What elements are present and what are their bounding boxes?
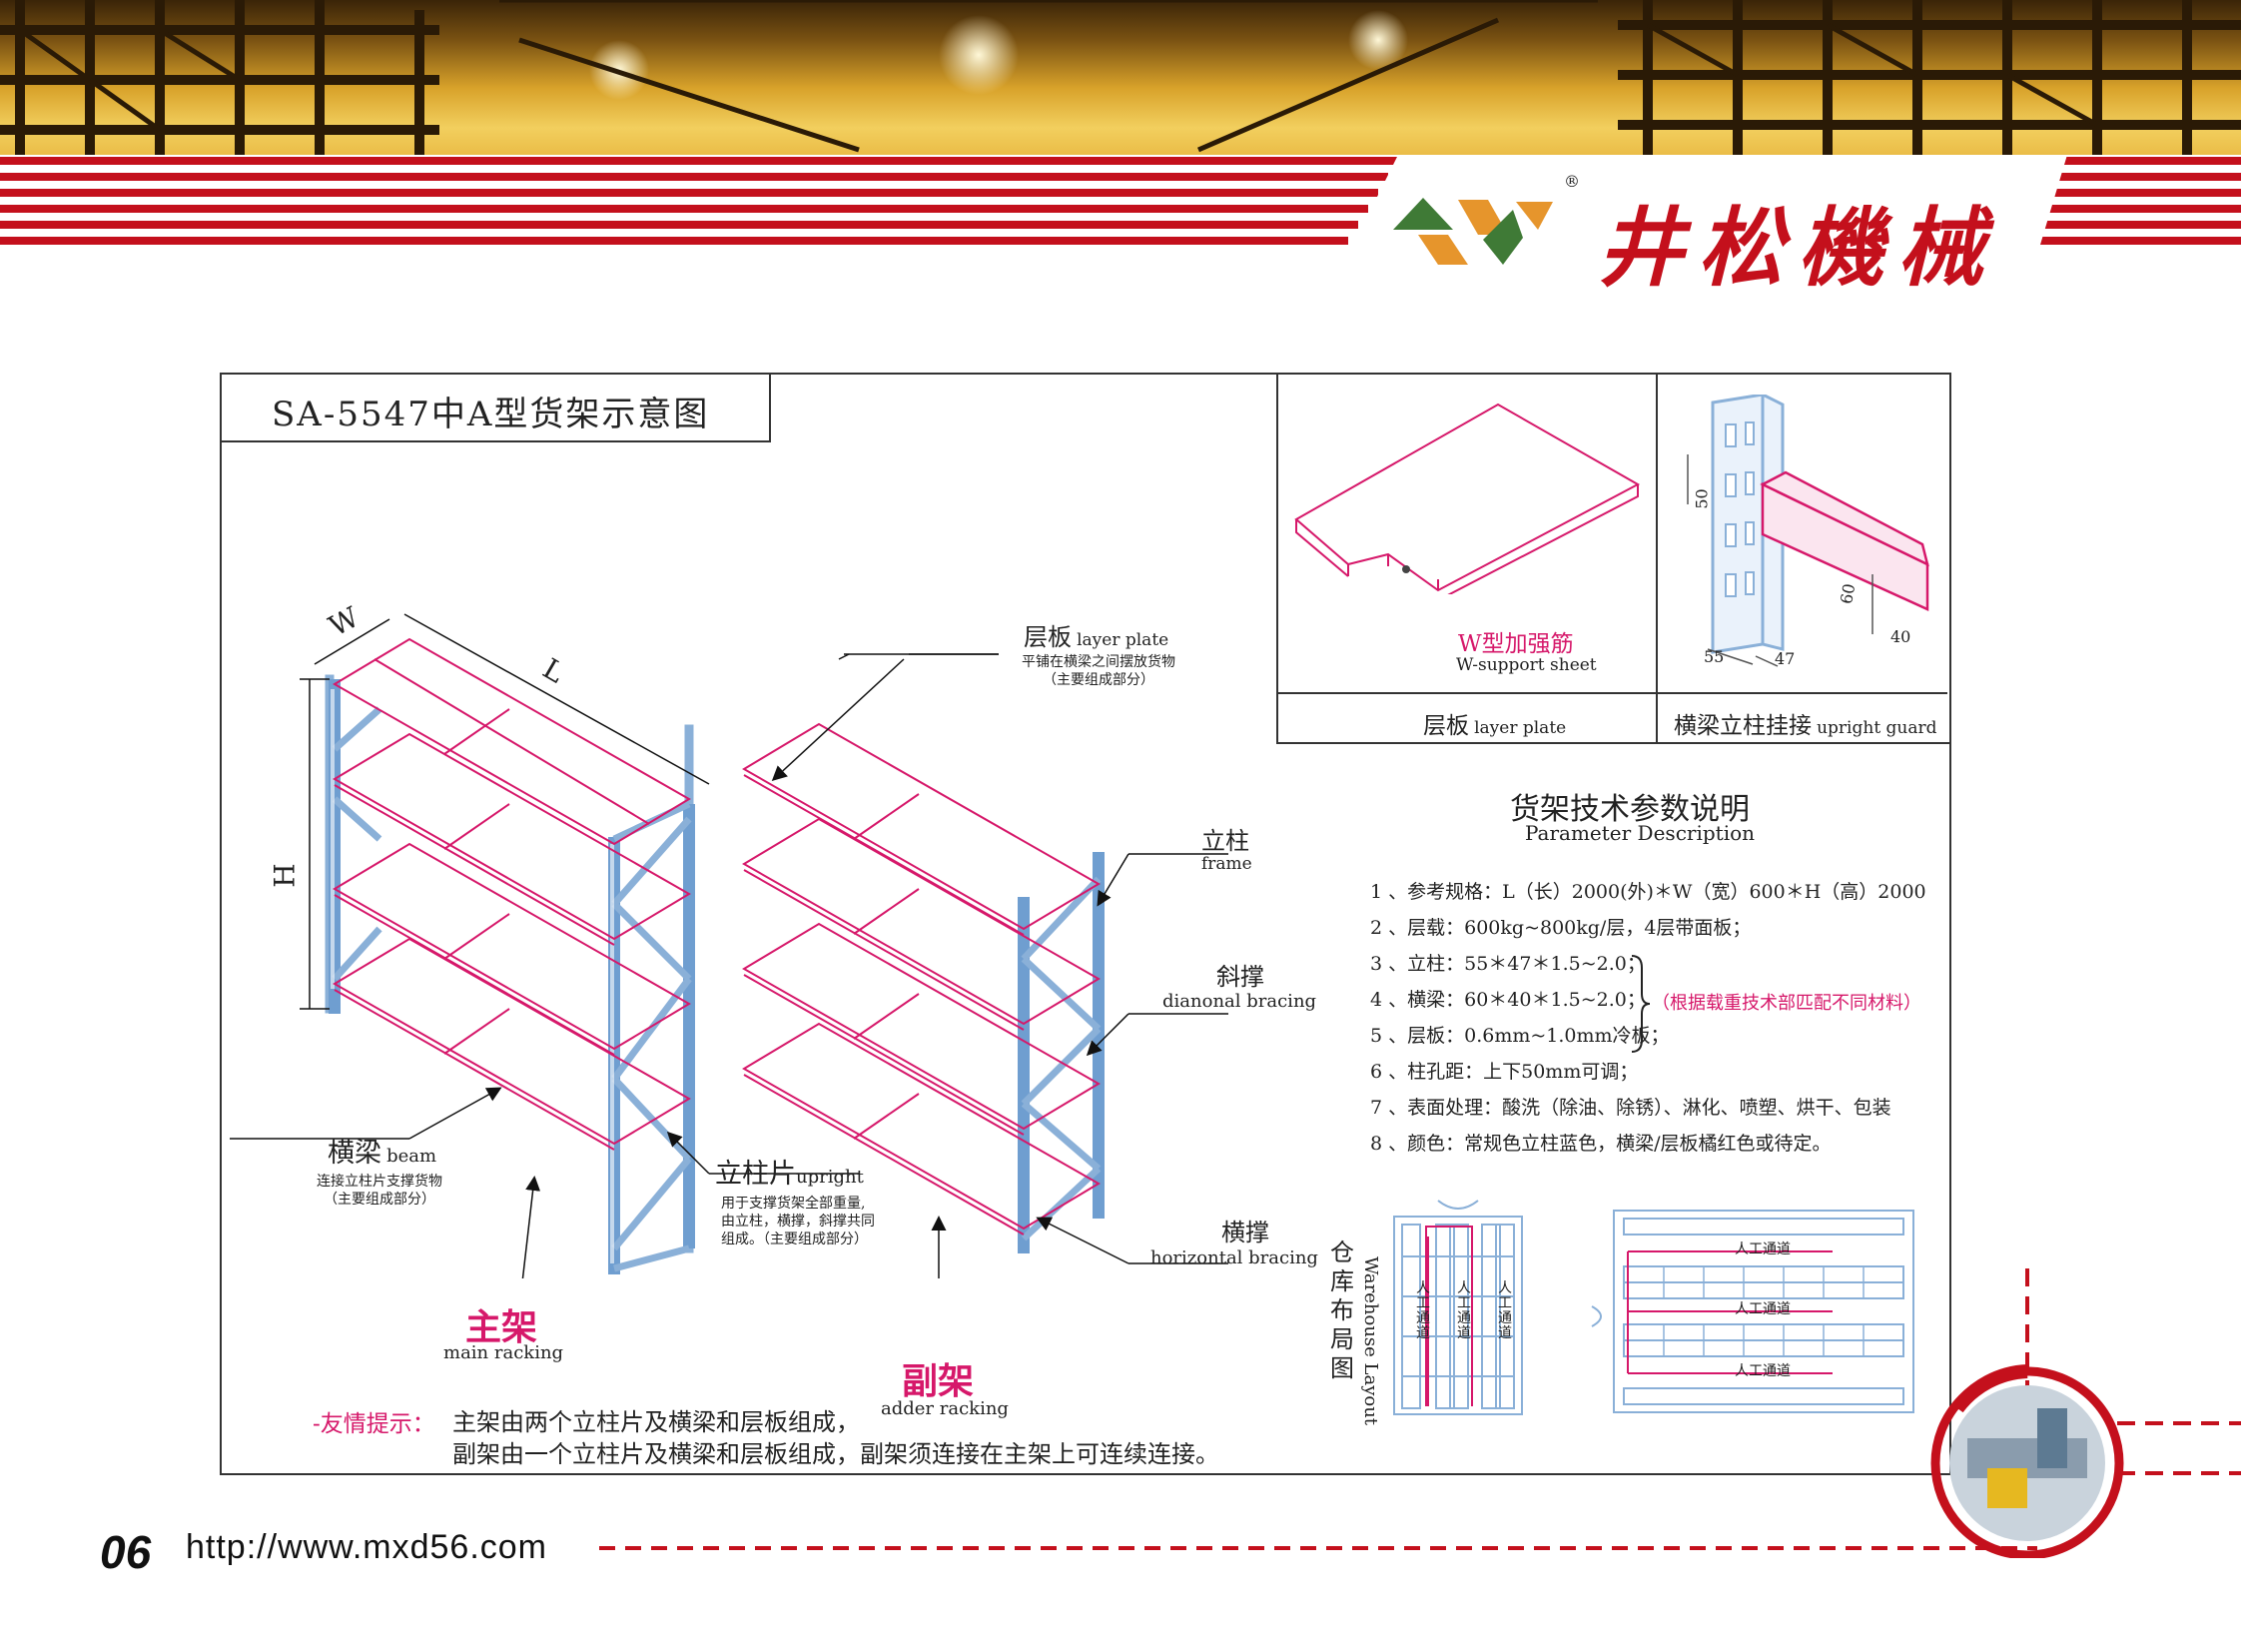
label-layer-plate-en: layer plate [1077, 630, 1169, 650]
diagram-title: SA-5547中A型货架示意图 [272, 395, 710, 434]
param-item: 6 、柱孔距：上下50mm可调； [1370, 1061, 1639, 1083]
brand-name: 井松機械 [1598, 198, 1997, 299]
label-beam: 横梁 beam [328, 1131, 436, 1170]
w-support-label-cn: W型加强筋 [1458, 631, 1574, 657]
upright-desc2: 由立柱，横撑，斜撑共同 [721, 1214, 875, 1230]
layout-label-cn: 仓库布局图 [1330, 1239, 1354, 1382]
rack-drawing [230, 613, 1228, 1278]
label-diagonal-en: dianonal bracing [1162, 991, 1317, 1012]
dim-55: 55 [1704, 647, 1725, 666]
decorative-circle-photo [1930, 1268, 2241, 1558]
label-beam-en: beam [386, 1146, 437, 1167]
caption-upright-guard-en: upright guard [1817, 718, 1937, 738]
upright-desc1: 用于支撑货架全部重量, [721, 1196, 866, 1212]
layout-aisle-label: 人工通道 [1498, 1280, 1512, 1341]
param-item: 4 、横梁：60＊40＊1.5~2.0； [1370, 989, 1646, 1011]
detail-divider [1656, 373, 1658, 742]
label-frame-en: frame [1201, 854, 1252, 874]
title-box: SA-5547中A型货架示意图 [220, 373, 771, 442]
page-number: 06 [100, 1526, 152, 1578]
dim-60: 60 [1837, 581, 1860, 606]
param-item: 2 、层载：600kg~800kg/层，4层带面板； [1370, 917, 1752, 939]
tip-label: -友情提示： [313, 1411, 435, 1437]
layout-aisle-label: 人工通道 [1735, 1363, 1791, 1379]
layout-aisle-label: 人工通道 [1735, 1241, 1791, 1257]
layout-aisle-label: 人工通道 [1416, 1280, 1430, 1341]
label-layer-plate-cn: 层板 [1024, 623, 1072, 651]
param-item: 1 、参考规格：L（长）2000(外)＊W（宽）600＊H（高）2000 [1370, 881, 1926, 903]
main-racking-drawing [300, 613, 710, 1274]
label-main-cn: 主架 [465, 1306, 538, 1348]
dim-50: 50 [1692, 488, 1712, 509]
caption-layer-plate-en: layer plate [1474, 718, 1567, 738]
label-frame-cn: 立柱 [1201, 827, 1249, 855]
dim-47: 47 [1775, 649, 1796, 668]
params-title-en: Parameter Description [1525, 821, 1756, 845]
layout-aisle-label: 人工通道 [1457, 1280, 1471, 1341]
caption-upright-guard: 横梁立柱挂接 upright guard [1674, 706, 1937, 740]
label-diagonal-cn: 斜撑 [1216, 963, 1264, 991]
layout-aisle-label: 人工通道 [1735, 1301, 1791, 1317]
label-layer-plate: 层板 layer plate [1024, 617, 1168, 652]
label-beam-desc: 连接立柱片支撑货物 （主要组成部分） [280, 1173, 479, 1209]
label-layer-plate-desc: 平铺在横梁之间摆放货物 （主要组成部分） [1009, 653, 1188, 689]
footer-url[interactable]: http://www.mxd56.com [186, 1528, 548, 1566]
upright-desc3: 组成。（主要组成部分） [721, 1232, 868, 1247]
header-stripes [0, 155, 2241, 275]
caption-upright-guard-cn: 横梁立柱挂接 [1674, 713, 1812, 739]
header-photo [0, 0, 2241, 160]
param-item: 8 、颜色：常规色立柱蓝色，横梁/层板橘红色或待定。 [1370, 1133, 1832, 1155]
label-horizontal-en: horizontal bracing [1150, 1247, 1318, 1268]
params-note: （根据载重技术部匹配不同材料） [1652, 993, 1921, 1014]
footer-dashed-line [599, 1546, 2037, 1550]
tip-line1: 主架由两个立柱片及横梁和层板组成， [452, 1408, 860, 1436]
params-list: 1 、参考规格：L（长）2000(外)＊W（宽）600＊H（高）2000 2 、… [1370, 874, 1926, 1162]
label-adder-en: adder racking [881, 1398, 1009, 1419]
layer-plate-desc2: （主要组成部分） [1043, 672, 1154, 688]
layout-plan-horizontal [1591, 1210, 1914, 1413]
caption-layer-plate-cn: 层板 [1423, 713, 1469, 739]
upright-guard-drawing [1687, 395, 1929, 667]
dim-h: H [268, 863, 302, 888]
label-upright: 立柱片upright [715, 1152, 864, 1191]
label-upright-en: upright [796, 1167, 864, 1188]
label-horizontal-cn: 横撑 [1221, 1219, 1269, 1246]
dim-40: 40 [1890, 627, 1911, 646]
label-adder-cn: 副架 [902, 1360, 975, 1402]
warehouse-racking-photo [0, 0, 2241, 160]
diagram-frame [220, 373, 1951, 1475]
tip-line2: 副架由一个立柱片及横梁和层板组成，副架须连接在主架上可连续连接。 [452, 1440, 1219, 1468]
layout-plan-vertical [1393, 1200, 1523, 1415]
label-upright-desc: 用于支撑货架全部重量, 由立柱，横撑，斜撑共同 组成。（主要组成部分） [721, 1195, 875, 1248]
layout-label-en: Warehouse Layout [1360, 1255, 1382, 1426]
caption-layer-plate: 层板 layer plate [1423, 706, 1566, 740]
param-item: 7 、表面处理：酸洗（除油、除锈）、淋化、喷塑、烘干、包装 [1370, 1097, 1891, 1119]
params-title-cn: 货架技术参数说明 [1510, 792, 1750, 827]
detail-panels [1276, 373, 1949, 744]
layer-plate-drawing [1294, 403, 1641, 594]
beam-desc1: 连接立柱片支撑货物 [317, 1174, 442, 1190]
label-beam-cn: 横梁 [328, 1138, 381, 1169]
param-item: 3 、立柱：55＊47＊1.5~2.0； [1370, 953, 1646, 975]
registered-mark: ® [1564, 172, 1580, 191]
beam-desc2: （主要组成部分） [324, 1192, 435, 1208]
params-brace-icon [1631, 955, 1651, 1053]
detail-caption-divider [1276, 692, 1947, 694]
brand-logo-icon [1393, 198, 1553, 265]
param-item: 5 、层板：0.6mm~1.0mm冷板； [1370, 1025, 1670, 1047]
w-support-label-en: W-support sheet [1456, 655, 1597, 675]
label-upright-cn: 立柱片 [715, 1159, 796, 1190]
layer-plate-desc1: 平铺在横梁之间摆放货物 [1022, 654, 1175, 670]
label-main-en: main racking [443, 1342, 564, 1363]
